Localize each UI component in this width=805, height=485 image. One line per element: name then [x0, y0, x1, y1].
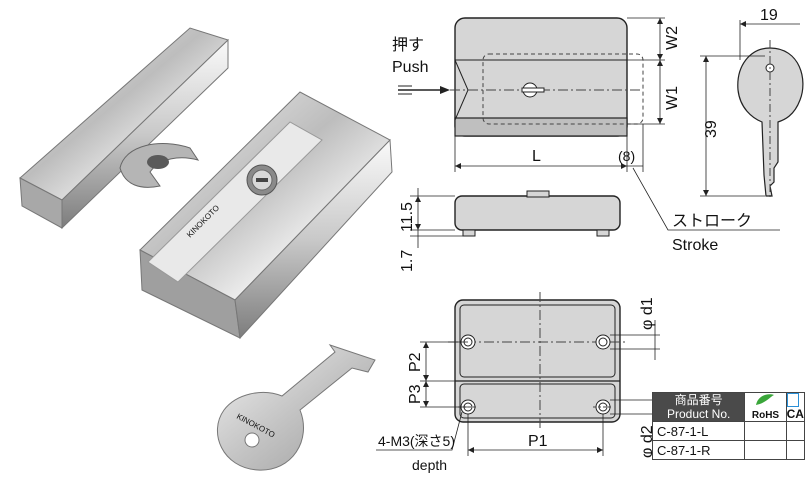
key-photo: KINOKOTO — [216, 344, 376, 471]
dim-d1: φ d1 — [639, 297, 656, 330]
push-label-jp: 押す — [392, 36, 424, 54]
product-no-cell: C-87-1-R — [651, 440, 746, 460]
stroke-label-jp: ストローク — [672, 212, 752, 230]
key-drawing: 19 39 — [700, 7, 804, 200]
table-row: C-87-1-L — [651, 421, 805, 441]
dim-stroke: (8) — [618, 148, 635, 164]
dim-p1: P1 — [528, 433, 548, 450]
table-header-row: 商品番号 Product No. RoHS CA — [651, 392, 805, 422]
dim-11-5: 11.5 — [399, 202, 416, 232]
dim-1-7: 1.7 — [399, 250, 416, 272]
bottom-view: φ d1 φ d2 P2 P3 P1 4-M3(深さ5) depth — [376, 292, 660, 473]
stroke-callout: ストローク Stroke — [632, 167, 780, 254]
rohs-leaf-icon — [756, 394, 775, 405]
product-photo: KINOKOTO KINOKOTO — [19, 27, 393, 471]
dim-d2: φ d2 — [639, 425, 656, 458]
header-ca: CA — [785, 392, 805, 422]
dim-w2: W2 — [664, 26, 681, 50]
dim-19: 19 — [760, 7, 778, 24]
side-view: 11.5 1.7 — [399, 188, 621, 272]
header-product-jp: 商品番号 — [674, 393, 723, 407]
dim-length: L — [532, 148, 541, 165]
strike-bar — [19, 27, 229, 230]
dim-39: 39 — [703, 120, 720, 138]
latch-body: KINOKOTO — [139, 91, 393, 340]
dim-p2: P2 — [407, 352, 424, 372]
product-no-cell: C-87-1-L — [651, 421, 746, 441]
top-view: 押す Push W2 W1 L (8) — [392, 17, 681, 172]
mount-hole-top-right — [595, 334, 611, 350]
stroke-label-en: Stroke — [672, 237, 718, 254]
tap-note: 4-M3(深さ5) — [378, 433, 455, 449]
header-rohs: RoHS — [744, 392, 787, 422]
dim-w1: W1 — [664, 86, 681, 110]
header-product-en: Product No. — [666, 407, 731, 421]
tap-depth: depth — [412, 457, 447, 473]
push-label-en: Push — [392, 59, 428, 76]
table-row: C-87-1-R — [651, 440, 805, 460]
dim-p3: P3 — [407, 384, 424, 404]
product-table: 商品番号 Product No. RoHS CA C-87-1-L C-87-1… — [651, 392, 805, 460]
push-arrow-icon — [398, 85, 450, 95]
header-product-no: 商品番号 Product No. — [651, 392, 746, 422]
